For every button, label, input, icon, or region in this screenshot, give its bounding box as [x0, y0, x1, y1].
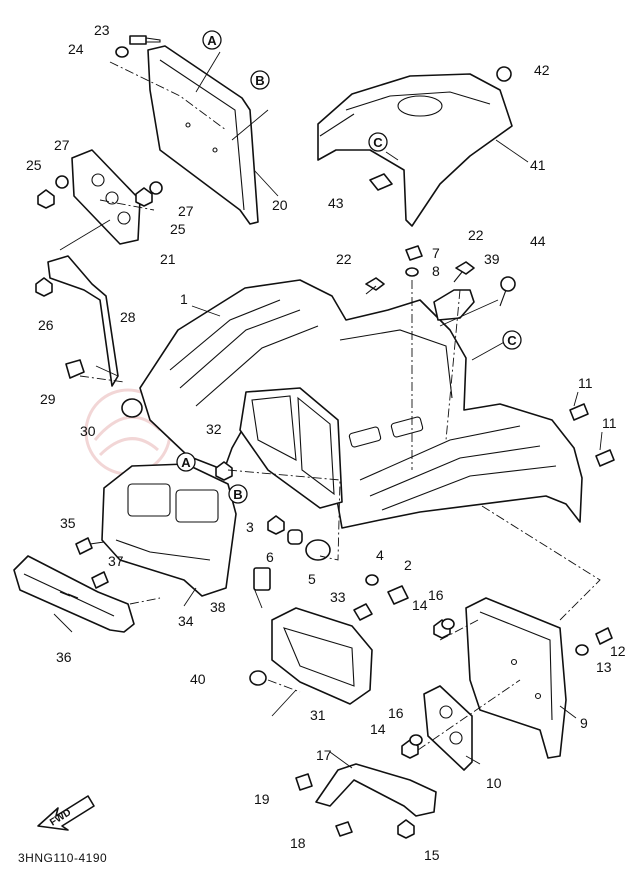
label-17: 17	[316, 747, 332, 763]
fwd-arrow: FWD	[37, 795, 95, 831]
ref-A-top: A	[202, 30, 222, 50]
svg-text:B: B	[255, 73, 264, 88]
label-18: 18	[290, 835, 306, 851]
label-13: 13	[596, 659, 612, 675]
label-12: 12	[610, 643, 626, 659]
label-16a: 16	[428, 587, 444, 603]
label-14a: 14	[412, 597, 428, 613]
label-28: 28	[120, 309, 136, 325]
label-39: 39	[484, 251, 500, 267]
assembly-lines	[79, 61, 601, 751]
label-25a: 25	[26, 157, 42, 173]
label-14b: 14	[370, 721, 386, 737]
label-2: 2	[404, 557, 412, 573]
label-36: 36	[56, 649, 72, 665]
label-11b: 11	[602, 415, 617, 431]
label-25b: 25	[170, 221, 186, 237]
svg-text:A: A	[207, 33, 217, 48]
svg-text:A: A	[181, 455, 191, 470]
label-23: 23	[94, 22, 110, 38]
part-labels: 23 24 42 27 25 41 27 20 43 25 21 7 22 44…	[26, 22, 626, 863]
label-21: 21	[160, 251, 176, 267]
label-27a: 27	[54, 137, 70, 153]
part-9-mud-flap	[465, 597, 567, 759]
label-1: 1	[180, 291, 188, 307]
label-15: 15	[424, 847, 440, 863]
part-1-front-fender	[139, 279, 583, 529]
svg-text:C: C	[373, 135, 383, 150]
label-6: 6	[266, 549, 274, 565]
part-20-side-panel	[147, 45, 259, 225]
label-26: 26	[38, 317, 54, 333]
label-34: 34	[178, 613, 194, 629]
label-24: 24	[68, 41, 84, 57]
label-7: 7	[432, 245, 440, 261]
label-27b: 27	[178, 203, 194, 219]
ref-B-top: B	[250, 70, 270, 90]
part-31-lamp-housing	[271, 607, 373, 705]
svg-text:B: B	[233, 487, 242, 502]
label-3: 3	[246, 519, 254, 535]
label-32: 32	[206, 421, 222, 437]
label-10: 10	[486, 775, 502, 791]
part-17-stay	[315, 763, 437, 817]
svg-text:C: C	[507, 333, 517, 348]
drawing-code: 3HNG110-4190	[18, 851, 107, 865]
label-22b: 22	[336, 251, 352, 267]
leader-lines	[53, 51, 603, 769]
hardware-items	[35, 35, 615, 839]
label-42: 42	[534, 62, 550, 78]
label-44: 44	[530, 233, 546, 249]
ref-C-top: C	[368, 132, 388, 152]
label-16b: 16	[388, 705, 404, 721]
part-39-pad	[433, 289, 475, 321]
part-41-top-cover	[317, 73, 513, 227]
ref-B-lower: B	[228, 484, 248, 504]
label-20: 20	[272, 197, 288, 213]
part-10-plate	[423, 685, 473, 771]
label-33: 33	[330, 589, 346, 605]
label-43: 43	[328, 195, 344, 211]
part-34-headlight-bezel	[101, 463, 237, 597]
label-31: 31	[310, 707, 326, 723]
label-4: 4	[376, 547, 384, 563]
ref-C-right: C	[502, 330, 522, 350]
label-11a: 11	[578, 375, 593, 391]
label-22a: 22	[468, 227, 484, 243]
label-35: 35	[60, 515, 76, 531]
part-36-guard-bar	[13, 555, 135, 633]
ref-A-lower: A	[176, 452, 196, 472]
label-30: 30	[80, 423, 96, 439]
label-8: 8	[432, 263, 440, 279]
label-29: 29	[40, 391, 56, 407]
label-5: 5	[308, 571, 316, 587]
label-38: 38	[210, 599, 226, 615]
label-9: 9	[580, 715, 588, 731]
label-19: 19	[254, 791, 270, 807]
label-40: 40	[190, 671, 206, 687]
label-41: 41	[530, 157, 546, 173]
part-21-plate	[71, 149, 141, 245]
label-37: 37	[108, 553, 124, 569]
